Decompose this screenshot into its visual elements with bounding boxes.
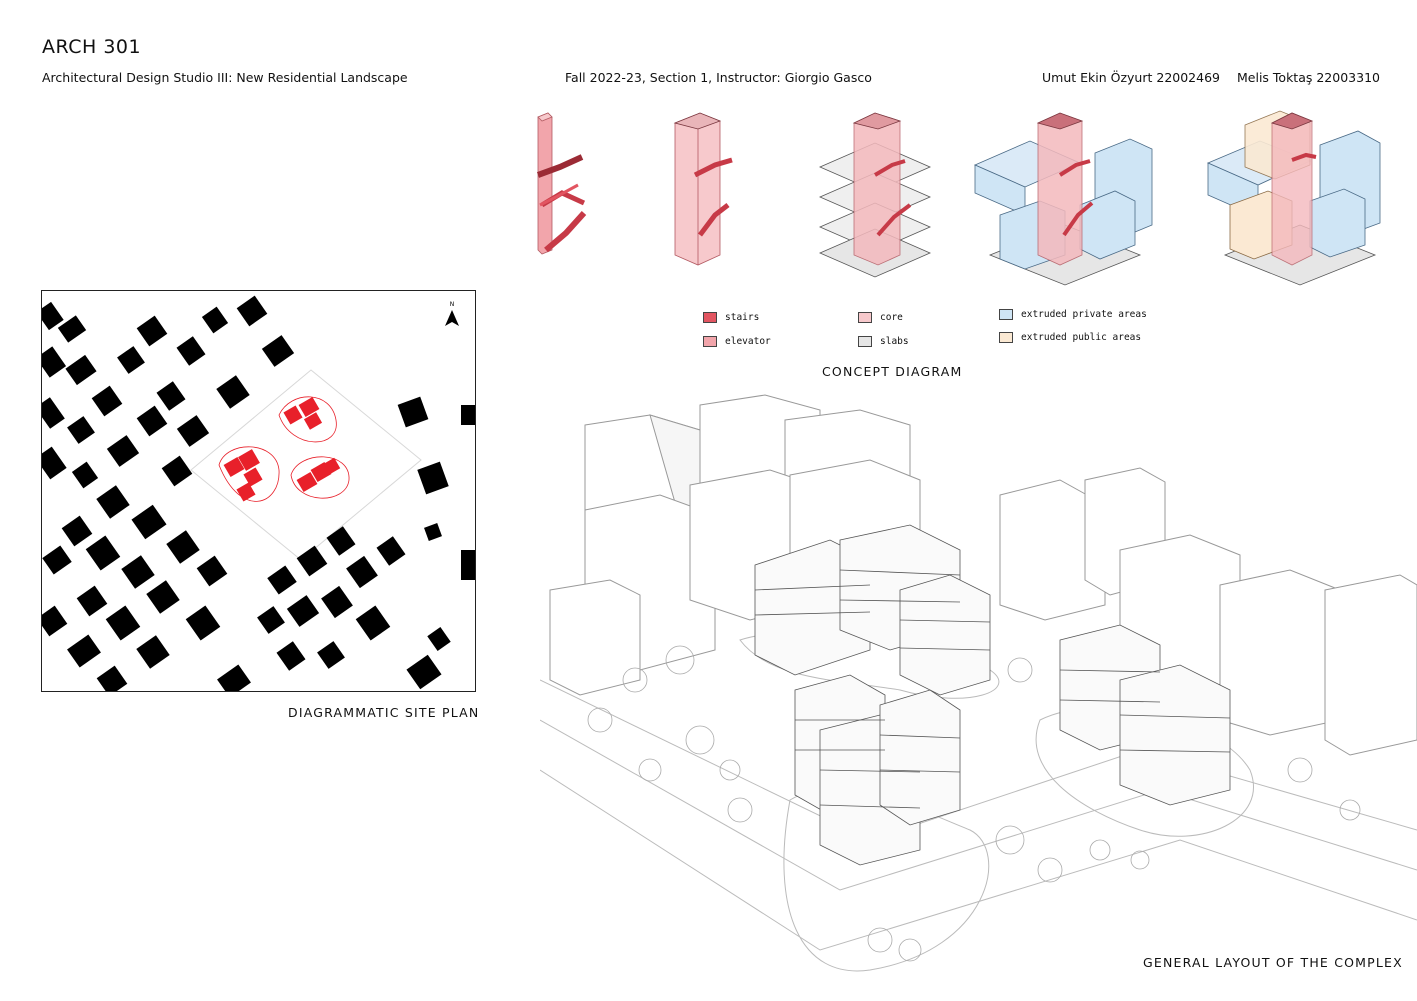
term-info: Fall 2022-23, Section 1, Instructor: Gio… bbox=[565, 70, 872, 85]
legend-public: extruded public areas bbox=[999, 332, 1141, 343]
legend-core-label: core bbox=[880, 312, 903, 323]
legend-core: core bbox=[858, 312, 903, 323]
building-cluster-north bbox=[754, 524, 991, 696]
course-code: ARCH 301 bbox=[42, 36, 142, 58]
legend-slabs-swatch bbox=[858, 336, 872, 347]
studio-title: Architectural Design Studio III: New Res… bbox=[42, 70, 408, 85]
legend-elevator-label: elevator bbox=[725, 336, 771, 347]
site-plan-caption: DIAGRAMMATIC SITE PLAN bbox=[288, 705, 480, 720]
legend-private: extruded private areas bbox=[999, 309, 1147, 320]
legend-stairs: stairs bbox=[703, 312, 759, 323]
legend-slabs-label: slabs bbox=[880, 336, 909, 347]
north-label: N bbox=[450, 301, 455, 308]
legend-slabs: slabs bbox=[858, 336, 909, 347]
site-plan-map: N bbox=[41, 290, 476, 692]
legend-core-swatch bbox=[858, 312, 872, 323]
legend-private-label: extruded private areas bbox=[1021, 309, 1147, 320]
north-arrow-icon: N bbox=[445, 301, 459, 326]
legend-public-label: extruded public areas bbox=[1021, 332, 1142, 343]
legend-public-swatch bbox=[999, 332, 1013, 343]
concept-diagram-drawings bbox=[536, 110, 1381, 286]
concept-stage-core bbox=[673, 112, 733, 266]
concept-stage-public bbox=[1206, 110, 1381, 286]
general-layout-view bbox=[540, 394, 1417, 972]
trees bbox=[587, 645, 1361, 962]
concept-stage-slabs bbox=[818, 112, 932, 278]
layout-caption: GENERAL LAYOUT OF THE COMPLEX bbox=[1143, 955, 1403, 970]
legend-stairs-swatch bbox=[703, 312, 717, 323]
student-2: Melis Toktaş 22003310 bbox=[1237, 70, 1380, 85]
legend-private-swatch bbox=[999, 309, 1013, 320]
concept-caption: CONCEPT DIAGRAM bbox=[822, 364, 963, 379]
site-project-highlight bbox=[218, 396, 350, 502]
site-building-footprints: N bbox=[42, 295, 475, 691]
student-1: Umut Ekin Özyurt 22002469 bbox=[1042, 70, 1220, 85]
legend-elevator: elevator bbox=[703, 336, 771, 347]
legend-elevator-swatch bbox=[703, 336, 717, 347]
concept-stage-stairs bbox=[536, 112, 587, 255]
building-cluster-east bbox=[1059, 624, 1231, 806]
building-cluster-south bbox=[794, 674, 961, 866]
concept-stage-private bbox=[974, 112, 1153, 286]
legend-stairs-label: stairs bbox=[725, 312, 760, 323]
